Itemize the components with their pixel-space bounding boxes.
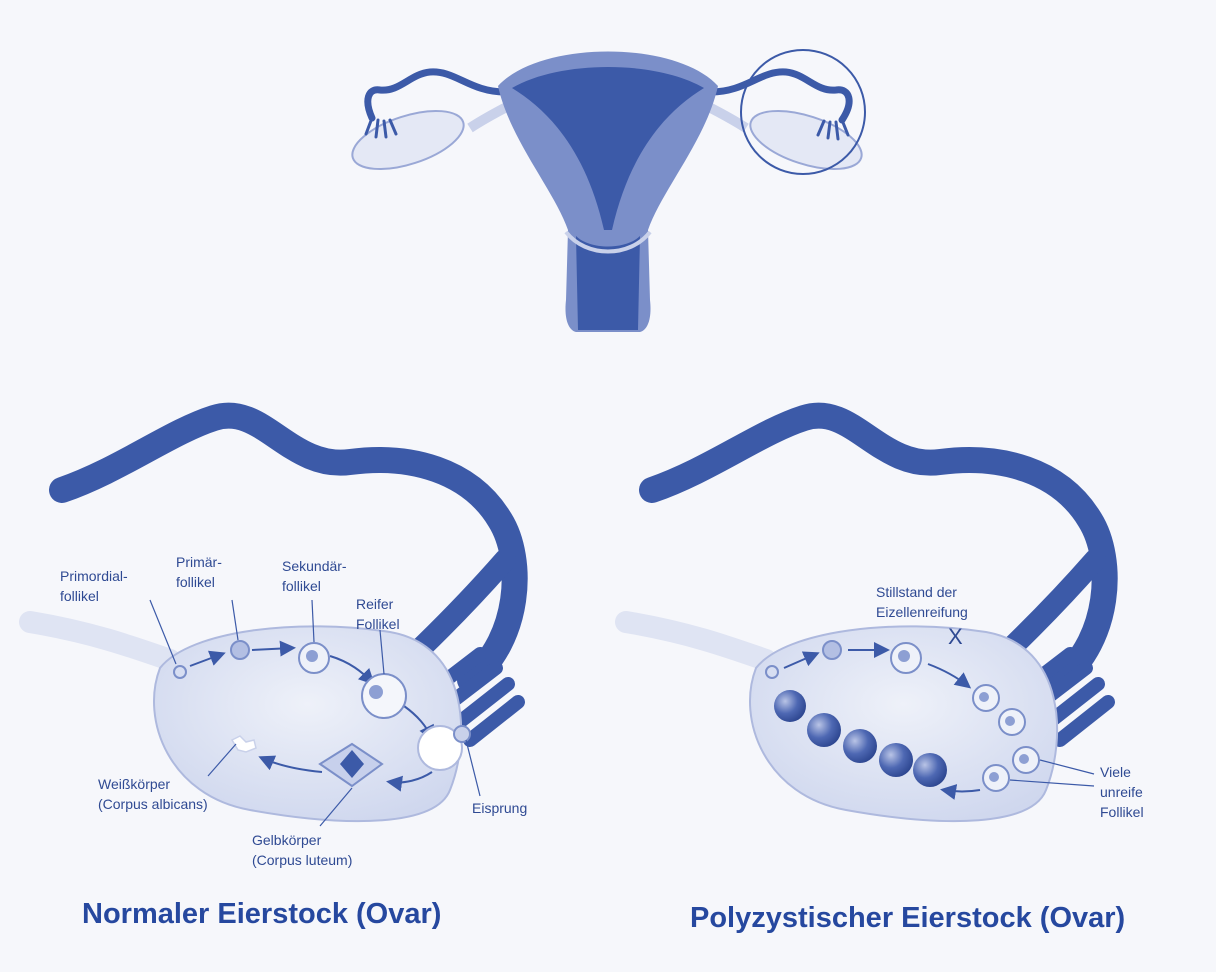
pco-primary-follicle — [823, 641, 841, 659]
label-primary-follicle: Primär-follikel — [176, 552, 222, 592]
label-primordial-follicle: Primordial-follikel — [60, 566, 128, 606]
primordial-follicle — [174, 666, 186, 678]
label-corpus-albicans: Weißkörper(Corpus albicans) — [98, 774, 208, 814]
label-corpus-luteum: Gelbkörper(Corpus luteum) — [252, 830, 352, 870]
left-ovary-small — [345, 99, 470, 180]
label-secondary-follicle: Sekundär-follikel — [282, 556, 347, 596]
normal-ovary-title: Normaler Eierstock (Ovar) — [82, 898, 441, 931]
primary-follicle — [231, 641, 249, 659]
pco-ovary-illustration — [626, 416, 1108, 822]
mature-follicle — [362, 674, 406, 718]
pco-primordial-follicle — [766, 666, 778, 678]
released-egg — [454, 726, 470, 742]
pco-ovary-title: Polyzystischer Eierstock (Ovar) — [690, 902, 1125, 935]
maturation-stop-mark: X — [948, 624, 963, 650]
normal-ovary-illustration — [30, 416, 518, 826]
uterus-illustration — [345, 50, 868, 332]
label-ovulation: Eisprung — [472, 798, 527, 818]
